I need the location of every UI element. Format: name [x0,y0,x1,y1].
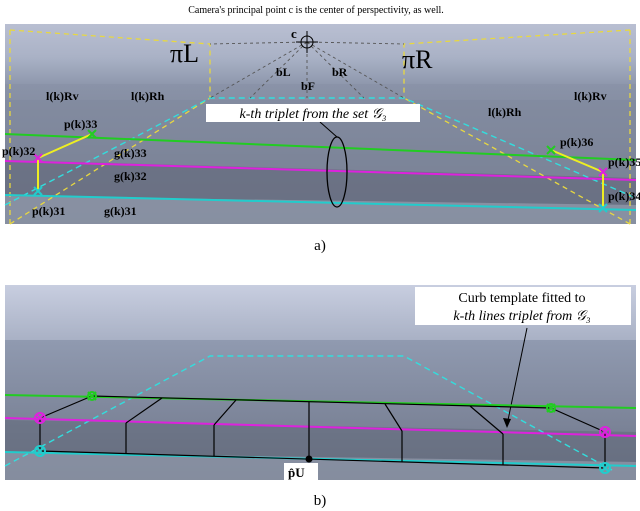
panel-b-caption: b) [314,493,327,509]
panel-b-ground-plane-outline [4,355,613,471]
pu-label-box [284,463,318,481]
b-right-label: bR [332,65,348,79]
panel-a-magenta-line [4,160,637,181]
b-front-label: bF [301,79,315,93]
panel-a: c Camera's principal point c is the cent… [2,5,640,254]
panel-a-photo-sky [5,24,636,84]
p31-label: p(k)31 [32,204,65,218]
panel-a-camera-rays [209,41,405,99]
camera-label: c [291,26,297,41]
pu-label: p̂U [288,465,305,480]
p36-marker-icon [546,145,556,155]
template-note-arrowhead-icon [503,418,511,428]
p31-marker-icon [33,186,43,196]
panel-a-curb-band [5,160,636,205]
p34-marker-icon [598,203,608,213]
g33-label: g(k)33 [114,146,147,160]
template-note-line1: Curb template fitted to [458,291,585,306]
panel-a-sidewalk [5,196,636,224]
panel-b-green-right-marker-icon [546,403,556,413]
l-rv-right-label: l(k)Rv [574,89,607,103]
panel-b: Curb template fitted to k-th lines tripl… [4,285,637,509]
b-left-label: bL [276,65,291,79]
template-note-arrow [506,327,528,426]
panel-a-caption: a) [314,238,326,254]
pu-point-icon [305,455,313,463]
plane-left-label: πL [170,39,199,68]
panel-b-green-left-marker-icon [87,391,97,401]
p34-label: p(k)34 [608,189,640,203]
triplet-note: k-th triplet from the set 𝒢₃ [240,107,387,122]
principal-point-note: Camera's principal point c is the center… [188,5,444,16]
p35-label: p(k)35 [608,155,640,169]
p33-label: p(k)33 [64,117,97,131]
panel-b-sidewalk [5,452,636,480]
p35-marker-icon [598,167,608,177]
camera-principal-point-icon [296,31,318,53]
l-rv-left-label: l(k)Rv [46,89,79,103]
g31-label: g(k)31 [104,204,137,218]
plane-right-label: πR [402,45,433,74]
l-rh-left-label: l(k)Rh [131,89,165,103]
panel-b-cyan-left-marker-icon [34,445,46,457]
panel-a-ground-plane-outline [4,97,637,206]
panel-b-magenta-right-marker-icon [599,426,611,438]
g32-label: g(k)32 [114,169,147,183]
panel-a-cyan-line [4,194,637,211]
template-note-line2: k-th lines triplet from 𝒢₃ [453,309,590,324]
panel-b-magenta-line [4,417,637,437]
panel-b-magenta-left-marker-icon [34,412,46,424]
template-note-box [415,287,631,325]
panel-a-green-line [4,133,637,161]
triplet-pointer [319,121,338,138]
panel-a-right-plane-floor [403,97,631,225]
p36-label: p(k)36 [560,135,593,149]
panel-a-left-plane-floor [9,97,211,225]
panel-b-markers [34,391,611,474]
p32-label: p(k)32 [2,144,35,158]
l-rh-right-label: l(k)Rh [488,105,522,119]
panel-a-markers [33,129,608,213]
panel-b-cyan-right-marker-icon [599,462,611,474]
triplet-note-box [206,104,420,122]
p32-marker-icon [33,153,43,163]
p33-marker-icon [87,129,97,139]
